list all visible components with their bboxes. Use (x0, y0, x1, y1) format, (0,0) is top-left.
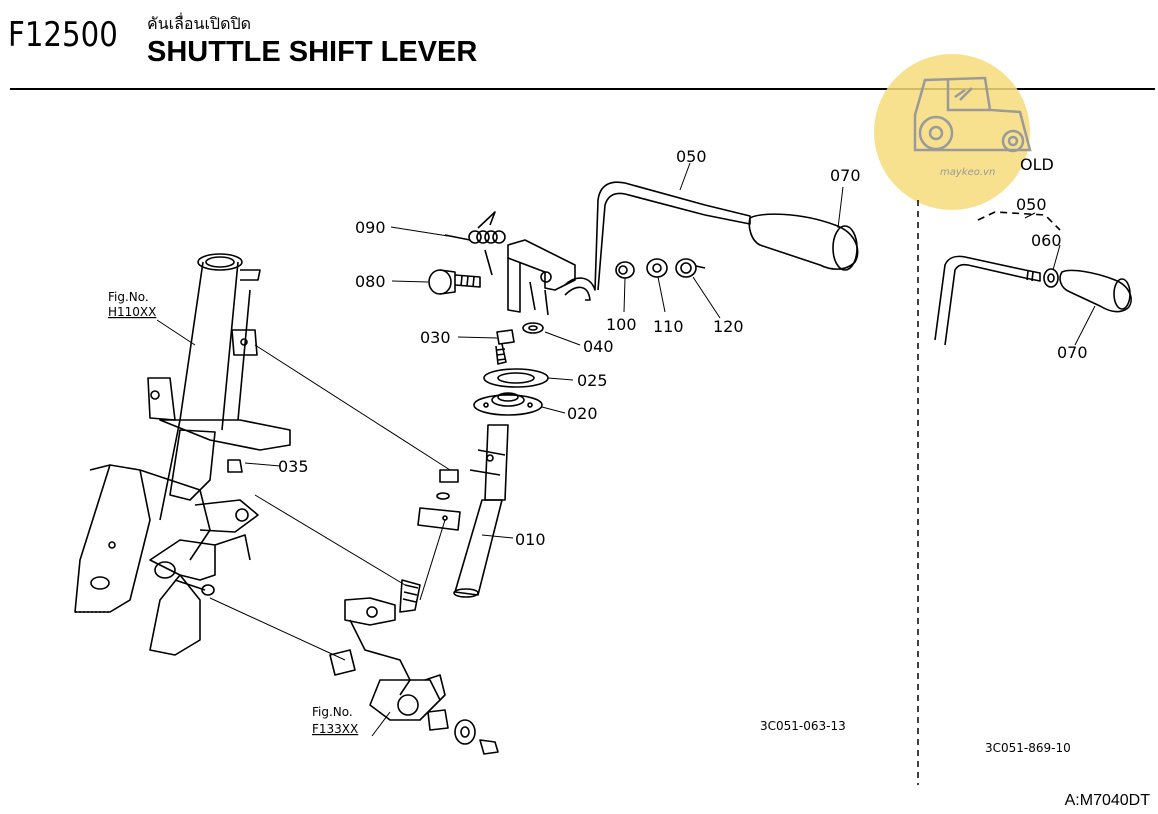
watermark-logo: maykeo.vn (874, 54, 1032, 210)
fig-ref-label: Fig.No. (312, 705, 353, 719)
washer-110 (646, 258, 668, 278)
label-030: 030 (420, 328, 451, 347)
model-code: A:M7040DT (1064, 792, 1150, 809)
lower-linkage (329, 579, 499, 755)
thai-title: คันเลื่อนเปิดปิด (147, 14, 252, 33)
page-title: SHUTTLE SHIFT LEVER (147, 36, 478, 68)
old-lever-050 (934, 255, 1041, 346)
fig-ref-h110: Fig.No. H110XX (108, 290, 156, 319)
bushing-100 (615, 261, 635, 279)
watermark-text: maykeo.vn (940, 167, 995, 178)
spring-090 (444, 211, 506, 276)
lever-050 (564, 181, 751, 301)
old-label-050: 050 (1016, 195, 1047, 214)
old-knob-070 (1059, 269, 1132, 313)
label-025: 025 (577, 371, 608, 390)
old-label-060: 060 (1031, 231, 1062, 250)
old-label-070: 070 (1057, 343, 1088, 362)
bolt-030 (495, 329, 515, 365)
column-assembly (74, 253, 291, 656)
label-leaders (156, 162, 1096, 737)
fig-ref-code: F133XX (312, 722, 358, 736)
fig-ref-code: H110XX (108, 305, 156, 319)
label-110: 110 (653, 317, 684, 336)
fig-ref-label: Fig.No. (108, 290, 149, 304)
leader-lines (209, 344, 451, 661)
drawing-code-old: 3C051-869-10 (985, 741, 1071, 755)
label-100: 100 (606, 315, 637, 334)
old-label: OLD (1020, 155, 1054, 174)
label-070: 070 (830, 166, 861, 185)
header-divider (10, 88, 1155, 90)
label-040: 040 (583, 337, 614, 356)
nut-120 (675, 258, 706, 278)
drawing-code-main: 3C051-063-13 (760, 719, 846, 733)
gasket-025 (483, 368, 549, 388)
label-020: 020 (567, 404, 598, 423)
lever-mount (507, 239, 576, 316)
figure-code: F12500 (8, 15, 118, 55)
fig-ref-f133: Fig.No. F133XX (312, 705, 358, 736)
pin-080 (428, 269, 481, 295)
shaft-010 (417, 424, 509, 598)
plate-020 (473, 392, 543, 416)
old-nut-060 (1043, 268, 1059, 288)
label-035: 035 (278, 457, 309, 476)
label-090: 090 (355, 218, 386, 237)
label-080: 080 (355, 272, 386, 291)
old-labels: OLD 050 060 070 (1016, 155, 1088, 362)
old-bracket-dashed (977, 211, 1061, 231)
label-120: 120 (713, 317, 744, 336)
knob-070 (748, 213, 859, 271)
washer-040 (522, 322, 544, 334)
part-labels: 090 080 030 040 025 020 035 010 050 070 … (278, 147, 861, 549)
label-050: 050 (676, 147, 707, 166)
label-010: 010 (515, 530, 546, 549)
